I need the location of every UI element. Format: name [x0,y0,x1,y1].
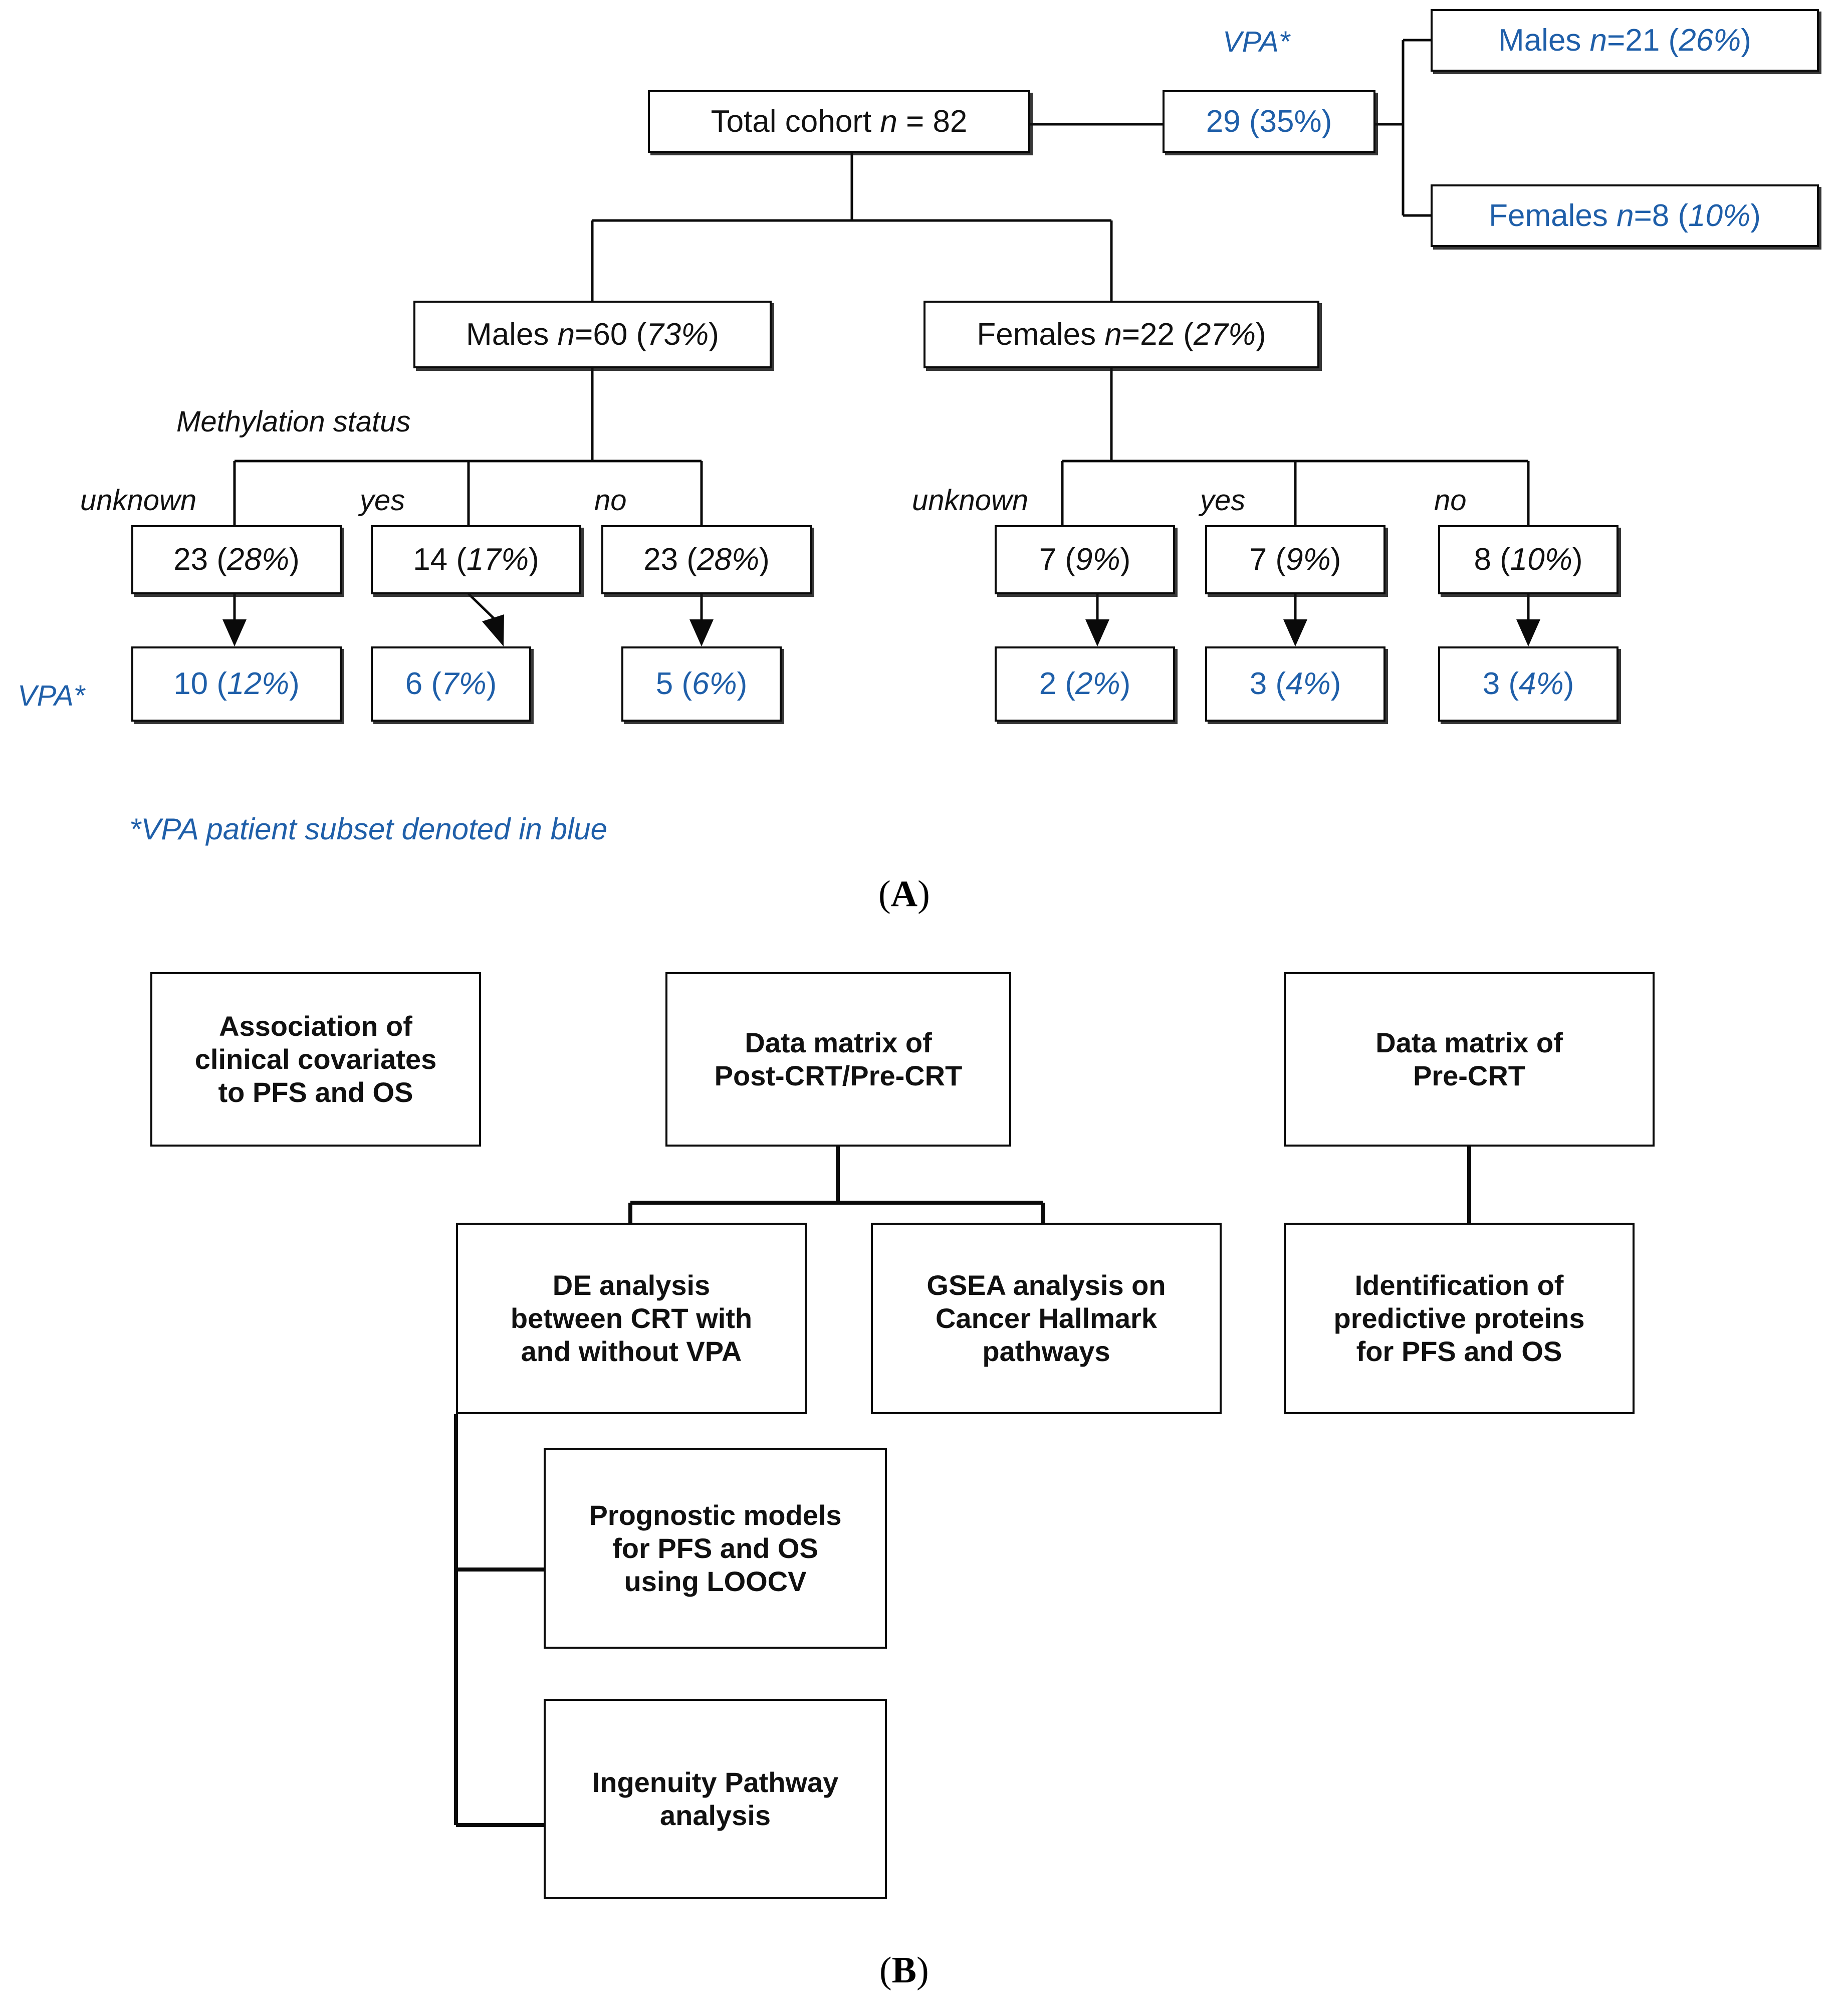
node-vpa-males-unknown[interactable]: 10 (12%) [131,646,342,722]
node-vpa-total-label: 29 (35%) [1206,104,1332,139]
vpa-value: 6 (7%) [405,666,497,702]
node-vpa-males-no[interactable]: 5 (6%) [621,646,782,722]
node-count-males-no[interactable]: 23 (28%) [601,525,812,594]
node-count-females-no[interactable]: 8 (10%) [1438,525,1619,594]
node-vpa-females-no[interactable]: 3 (4%) [1438,646,1619,722]
line-2: for PFS and OS [612,1532,818,1564]
vpa-value: 2 (2%) [1039,666,1131,702]
count-value: 8 (10%) [1474,542,1583,577]
node-females-label: Females n=22 (27%) [977,317,1266,352]
node-count-females-yes[interactable]: 7 (9%) [1205,525,1385,594]
line-2: Pre-CRT [1413,1060,1526,1091]
node-vpa-males[interactable]: Males n=21 (26%) [1431,9,1819,72]
node-total-cohort[interactable]: Total cohort n = 82 [648,90,1030,153]
node-males[interactable]: Males n=60 (73%) [413,301,772,368]
vpa-value: 5 (6%) [655,666,748,702]
count-value: 23 (28%) [643,542,770,577]
node-vpa-males-label: Males n=21 (26%) [1498,23,1751,58]
node-vpa-females-label: Females n=8 (10%) [1489,198,1761,233]
line-3: using LOOCV [624,1565,807,1598]
line-3: pathways [982,1335,1110,1368]
node-females[interactable]: Females n=22 (27%) [923,301,1319,368]
line-2: predictive proteins [1333,1302,1585,1334]
node-data-matrix-pre[interactable]: Data matrix of Pre-CRT [1284,972,1655,1147]
line-1: Prognostic models [589,1499,842,1531]
count-value: 23 (28%) [173,542,300,577]
panel-a-label: (A) [878,873,930,915]
count-value: 7 (9%) [1249,542,1341,577]
node-count-males-unknown[interactable]: 23 (28%) [131,525,342,594]
line-1: Association of [219,1010,412,1042]
vpa-row-label: VPA* [18,680,85,712]
methylation-option-no-males: no [594,484,627,517]
node-vpa-females[interactable]: Females n=8 (10%) [1431,184,1819,247]
vpa-value: 3 (4%) [1249,666,1341,702]
line-1: DE analysis [552,1269,711,1301]
vpa-top-label: VPA* [1223,26,1290,58]
line-3: to PFS and OS [218,1076,413,1108]
line-1: GSEA analysis on [927,1269,1166,1301]
node-vpa-total[interactable]: 29 (35%) [1163,90,1375,153]
line-2: Post-CRT/Pre-CRT [714,1060,963,1091]
node-identification-predictive-proteins[interactable]: Identification of predictive proteins fo… [1284,1223,1635,1414]
line-2: Cancer Hallmark [935,1302,1157,1334]
line-2: analysis [659,1800,771,1831]
methylation-option-no-females: no [1434,484,1467,517]
node-vpa-females-unknown[interactable]: 2 (2%) [995,646,1175,722]
panel-a-footnote: *VPA patient subset denoted in blue [129,812,608,846]
line-3: and without VPA [521,1335,742,1368]
methylation-option-unknown-females: unknown [912,484,1029,517]
count-value: 7 (9%) [1039,542,1131,577]
line-1: Ingenuity Pathway [592,1766,839,1798]
methylation-option-unknown-males: unknown [80,484,197,517]
line-2: between CRT with [510,1302,753,1334]
panel-b-label: (B) [879,1950,929,1991]
node-prognostic-models[interactable]: Prognostic models for PFS and OS using L… [544,1448,887,1649]
node-count-males-yes[interactable]: 14 (17%) [371,525,581,594]
line-1: Data matrix of [745,1026,932,1058]
line-3: for PFS and OS [1356,1335,1562,1368]
vpa-value: 10 (12%) [173,666,300,702]
node-clinical-covariates[interactable]: Association of clinical covariates to PF… [150,972,481,1147]
count-value: 14 (17%) [413,542,539,577]
vpa-value: 3 (4%) [1482,666,1574,702]
methylation-status-label: Methylation status [176,405,411,438]
node-gsea-analysis[interactable]: GSEA analysis on Cancer Hallmark pathway… [871,1223,1222,1414]
node-males-label: Males n=60 (73%) [466,317,719,352]
line-1: Identification of [1354,1269,1564,1301]
node-ingenuity-pathway-analysis[interactable]: Ingenuity Pathway analysis [544,1699,887,1899]
node-vpa-females-yes[interactable]: 3 (4%) [1205,646,1385,722]
line-1: Data matrix of [1375,1026,1563,1058]
node-data-matrix-post-pre[interactable]: Data matrix of Post-CRT/Pre-CRT [665,972,1011,1147]
node-de-analysis[interactable]: DE analysis between CRT with and without… [456,1223,807,1414]
node-count-females-unknown[interactable]: 7 (9%) [995,525,1175,594]
node-total-cohort-label: Total cohort n = 82 [711,104,968,139]
line-2: clinical covariates [194,1043,437,1075]
methylation-option-yes-males: yes [360,484,405,517]
node-vpa-males-yes[interactable]: 6 (7%) [371,646,531,722]
methylation-option-yes-females: yes [1200,484,1246,517]
